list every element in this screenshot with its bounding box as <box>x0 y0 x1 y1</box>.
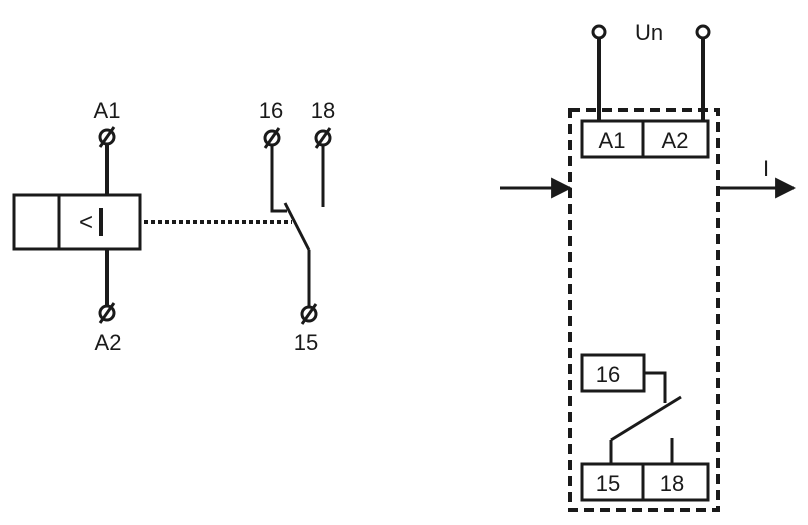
block-label-a2: A2 <box>662 128 689 153</box>
terminal-a1-icon <box>98 126 116 148</box>
label-16: 16 <box>259 98 283 123</box>
device-outline <box>568 108 720 512</box>
supply-terminal-right-icon <box>695 24 711 40</box>
terminal-box-16 <box>580 353 646 393</box>
supply-terminal-left-icon <box>591 24 607 40</box>
terminal-15-icon <box>300 303 318 325</box>
label-15: 15 <box>294 330 318 355</box>
label-a1: A1 <box>94 98 121 123</box>
block-label-a1: A1 <box>599 128 626 153</box>
switch-blade-inner <box>610 395 682 442</box>
terminal-a2-icon <box>98 302 116 324</box>
coil-symbol: < <box>79 209 93 236</box>
wiring-diagram: Un A1 A2 I 16 15 18 <box>500 20 797 512</box>
wire-16-inner <box>644 371 667 403</box>
supply-label: Un <box>635 20 663 45</box>
current-label: I <box>763 156 769 181</box>
box-label-16: 16 <box>596 362 620 387</box>
coil-box <box>12 193 142 251</box>
schematic-symbol: A1 < A2 16 18 <box>12 98 335 355</box>
block-label-15: 15 <box>596 471 620 496</box>
terminal-block-bottom <box>580 462 710 502</box>
block-label-18: 18 <box>660 471 684 496</box>
switch-blade <box>283 202 311 251</box>
label-18: 18 <box>311 98 335 123</box>
wire-16 <box>270 145 287 213</box>
terminal-block-top <box>580 119 710 159</box>
label-a2: A2 <box>95 330 122 355</box>
